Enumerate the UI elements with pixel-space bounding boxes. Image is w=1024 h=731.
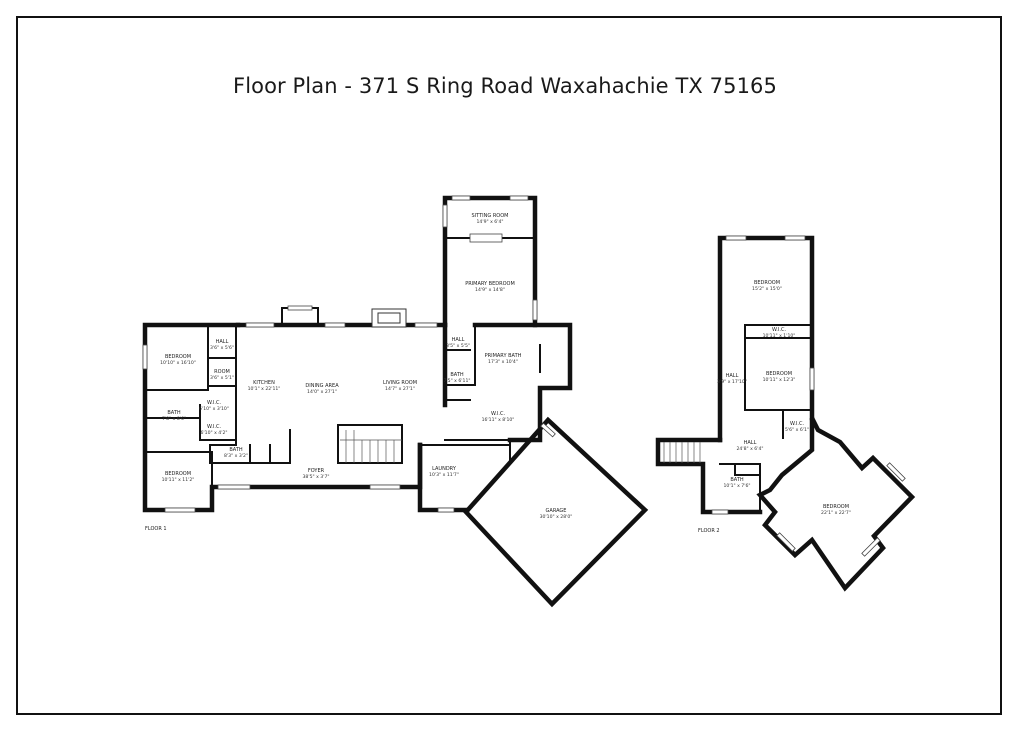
room-label: W.I.C.: [491, 411, 506, 417]
window: [451, 195, 471, 201]
room-label: HALL: [726, 373, 739, 379]
room-dims: 10'1" x 22'11": [248, 386, 281, 392]
room-dims: 15'2" x 15'0": [752, 286, 782, 292]
room-label: FOYER: [308, 468, 325, 474]
room-dims: 3'6" x 5'1": [210, 375, 234, 381]
room-label: BEDROOM: [165, 471, 191, 477]
room-label: HALL: [744, 440, 757, 446]
room-label: W.I.C.: [790, 421, 805, 427]
drawing-frame: [16, 16, 1002, 715]
room-label: LIVING ROOM: [383, 380, 417, 386]
window: [324, 322, 346, 328]
room-label: BEDROOM: [766, 371, 792, 377]
primary-suite-wall: [442, 195, 538, 328]
window: [540, 422, 556, 438]
window: [245, 322, 275, 328]
floor-1-bay: [281, 307, 319, 326]
floor-1-labels: BEDROOM 10'10" x 16'10" HALL 3'6" x 5'6"…: [145, 213, 572, 532]
floor-2-stairs: [663, 442, 701, 463]
room-label: LAUNDRY: [432, 466, 457, 472]
room-label: GARAGE: [546, 508, 567, 514]
window: [861, 537, 881, 557]
room-label: W.I.C.: [207, 400, 222, 406]
room-dims: 10'11" x 1'10": [763, 333, 796, 339]
primary-bath-wall: [472, 322, 573, 443]
window: [509, 195, 529, 201]
room-dims: 14'9" x 6'4": [476, 219, 503, 225]
room-label: W.I.C.: [207, 424, 222, 430]
floor-2-east-bedroom-wall: [756, 416, 916, 592]
floor-2-labels: BEDROOM 15'2" x 15'0" W.I.C. 10'11" x 1'…: [698, 280, 851, 534]
floor-2-plan: [655, 235, 916, 592]
room-dims: 3'9" x 17'10": [717, 379, 747, 385]
room-label: PRIMARY BATH: [485, 353, 522, 359]
window: [776, 532, 796, 552]
window: [784, 235, 806, 241]
room-dims: 7'8" x 8'6": [162, 416, 186, 422]
room-label: DINING AREA: [305, 383, 339, 389]
room-label: KITCHEN: [253, 380, 275, 386]
room-dims: 38'5" x 3'7": [302, 474, 329, 480]
room-label: HALL: [452, 337, 465, 343]
room-dims: 10'10" x 16'10": [160, 360, 196, 366]
window: [142, 344, 148, 370]
window: [164, 507, 196, 513]
room-dims: 16'11" x 8'10": [482, 417, 515, 423]
room-dims: 8'3" x 3'2": [224, 453, 248, 459]
room-dims: 10'3" x 11'7": [429, 472, 459, 478]
room-dims: 10'11" x 11'2": [162, 477, 195, 483]
room-dims: 14'7" x 27'1": [385, 386, 415, 392]
room-dims: 17'3" x 10'4": [488, 359, 518, 365]
window: [437, 507, 455, 513]
room-label: W.I.C.: [772, 327, 787, 333]
window: [469, 233, 503, 243]
window: [809, 367, 815, 391]
floor-2-north-wing-wall: [717, 235, 815, 443]
room-dims: 6'10" x 3'10": [199, 406, 229, 412]
room-dims: 3'6" x 5'6": [210, 345, 234, 351]
room-dims: 5'6" x 6'1": [785, 427, 809, 433]
window: [886, 462, 906, 482]
room-label: BATH: [167, 410, 181, 416]
room-label: BATH: [229, 447, 243, 453]
garage-wall: [462, 416, 649, 608]
window: [725, 235, 747, 241]
floor-1-plan: [142, 195, 649, 608]
room-label: BATH: [450, 372, 464, 378]
floor-1-label: FLOOR 1: [145, 526, 167, 532]
window: [532, 299, 538, 321]
room-dims: 10'1" x 7'6": [723, 483, 750, 489]
window: [711, 509, 729, 515]
window: [414, 322, 438, 328]
window: [369, 484, 401, 490]
room-label: PRIMARY BEDROOM: [465, 281, 515, 287]
room-label: BATH: [730, 477, 744, 483]
room-label: ROOM: [214, 369, 230, 375]
floor-1-partitions: [144, 324, 209, 391]
floor-2-label: FLOOR 2: [698, 528, 720, 534]
room-dims: 24'8" x 6'4": [736, 446, 763, 452]
room-label: BEDROOM: [754, 280, 780, 286]
room-dims: 7'5" x 6'11": [443, 378, 470, 384]
page-title: Floor Plan - 371 S Ring Road Waxahachie …: [233, 74, 777, 98]
window: [287, 305, 313, 311]
room-dims: 10'11" x 12'3": [763, 377, 796, 383]
room-label: HALL: [216, 339, 229, 345]
window: [442, 204, 448, 228]
room-dims: 3'5" x 5'5": [446, 343, 470, 349]
room-dims: 6'10" x 4'2": [200, 430, 227, 436]
room-dims: 14'9" x 14'8": [475, 287, 505, 293]
room-dims: 30'10" x 28'0": [540, 514, 573, 520]
window: [217, 484, 251, 490]
room-dims: 22'1" x 22'7": [821, 510, 851, 516]
room-label: BEDROOM: [165, 354, 191, 360]
room-label: SITTING ROOM: [471, 213, 508, 219]
room-dims: 14'0" x 27'1": [307, 389, 337, 395]
room-label: BEDROOM: [823, 504, 849, 510]
